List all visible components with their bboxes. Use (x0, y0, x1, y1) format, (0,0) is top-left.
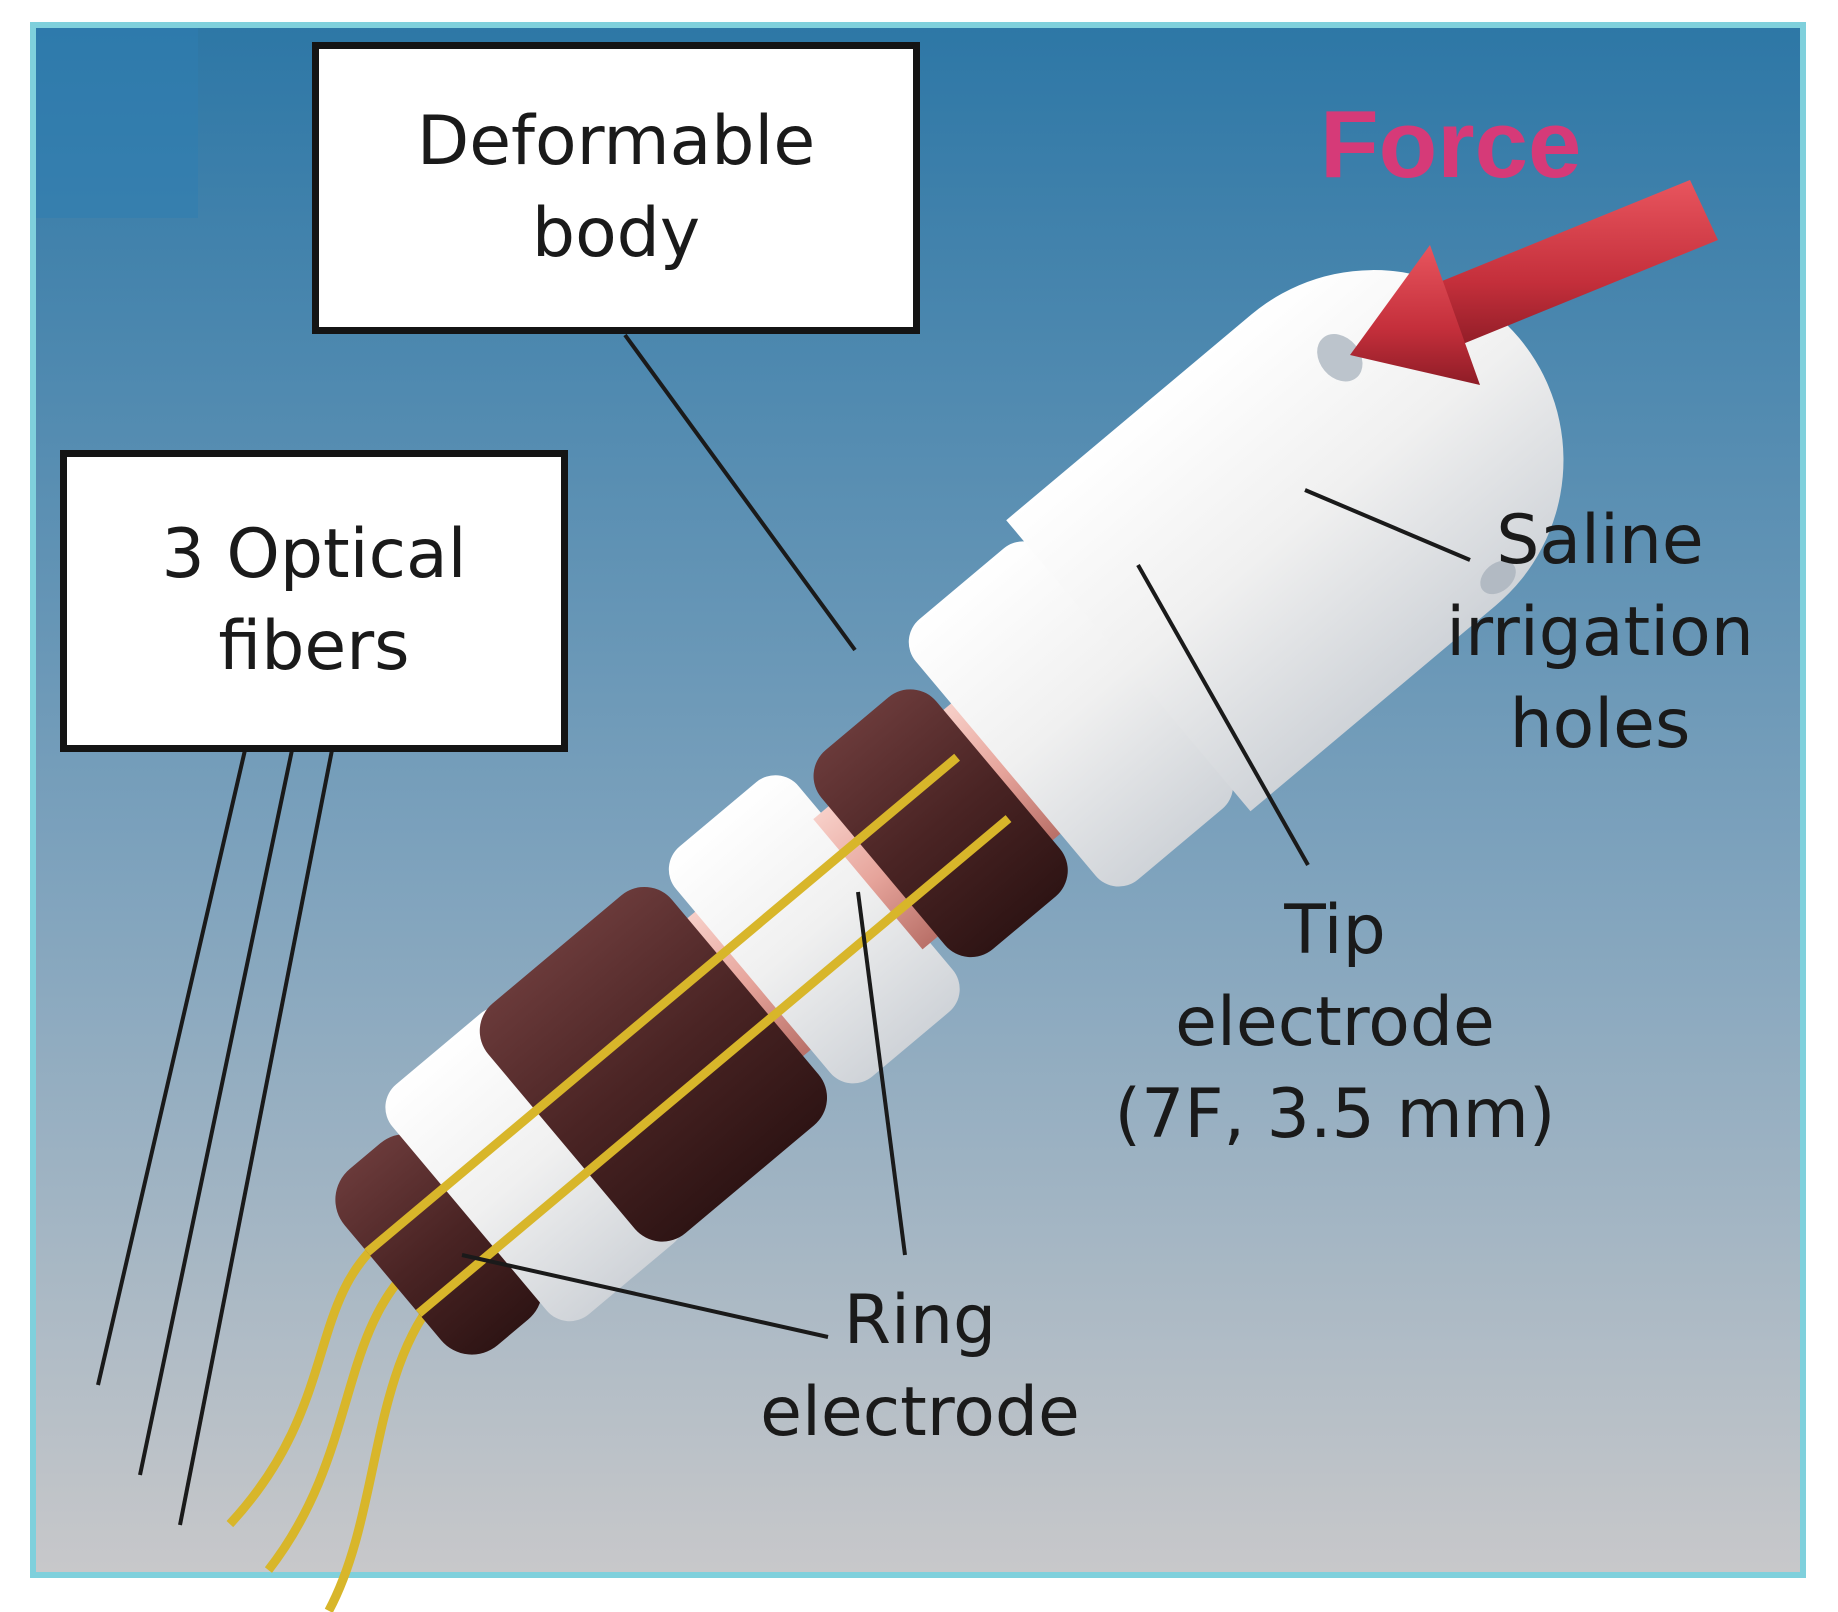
distal-white-collar (908, 541, 1234, 887)
force-arrow-shaft (1420, 180, 1718, 350)
optical-fibers-line-2: fibers (218, 607, 410, 686)
proximal-dark-ring (335, 1133, 543, 1355)
optical-fibers-box: 3 Optical fibers (60, 450, 568, 752)
middle-white-segment (668, 775, 960, 1084)
leader-saline-holes (1304, 488, 1471, 562)
fiber-tail-2 (264, 1266, 412, 1573)
irrigation-hole-3 (1480, 560, 1516, 595)
fiber-tail-1 (226, 1235, 386, 1528)
fiber-line-2 (415, 815, 1012, 1317)
deformable-body-line-2: body (531, 194, 701, 273)
tip-electrode-shape (1006, 270, 1564, 812)
ring-electrode-line-2: electrode (760, 1373, 1080, 1452)
tip-electrode-line-3: (7F, 3.5 mm) (1114, 1075, 1556, 1154)
leader-ring-electrode-upper (856, 891, 907, 1256)
fiber-line-1 (364, 753, 960, 1256)
tip-electrode-line-1: Tip (1284, 891, 1386, 970)
saline-holes-label: Saline irrigation holes (1420, 495, 1780, 771)
fiber-tail-3 (324, 1297, 438, 1612)
deformable-body-box: Deformable body (312, 42, 920, 334)
proximal-white-segment (385, 1006, 684, 1322)
force-arrow (1350, 180, 1718, 385)
tip-electrode-line-2: electrode (1175, 983, 1495, 1062)
leader-ring-electrode-lower (461, 1253, 829, 1339)
dark-ring-distal (813, 689, 1068, 958)
corner-shade (36, 28, 198, 218)
saline-holes-line-1: Saline (1496, 501, 1704, 580)
deformable-body-line-1: Deformable (416, 102, 816, 181)
force-label: Force (1320, 91, 1582, 198)
ring-electrode-label: Ring electrode (745, 1275, 1095, 1459)
irrigation-hole-1 (1317, 334, 1363, 382)
leader-tip-electrode (1136, 564, 1310, 866)
ring-electrode-line-1: Ring (843, 1281, 997, 1360)
optical-fibers-label: 3 Optical fibers (161, 509, 466, 693)
dark-ring-large (479, 886, 828, 1242)
leader-fiber-2 (138, 749, 294, 1476)
saline-holes-line-3: holes (1509, 685, 1691, 764)
catheter-body (226, 270, 1564, 1612)
saline-holes-line-2: irrigation (1446, 593, 1754, 672)
force-arrow-head (1350, 245, 1480, 385)
leader-lines (96, 333, 1471, 1526)
deformable-body-label: Deformable body (417, 96, 815, 280)
leader-fiber-3 (178, 749, 334, 1526)
optical-fibers-line-1: 3 Optical (161, 515, 467, 594)
leader-fiber-1 (96, 749, 247, 1386)
tip-electrode-label: Tip electrode (7F, 3.5 mm) (1110, 885, 1560, 1161)
leader-deformable-body (623, 333, 857, 652)
